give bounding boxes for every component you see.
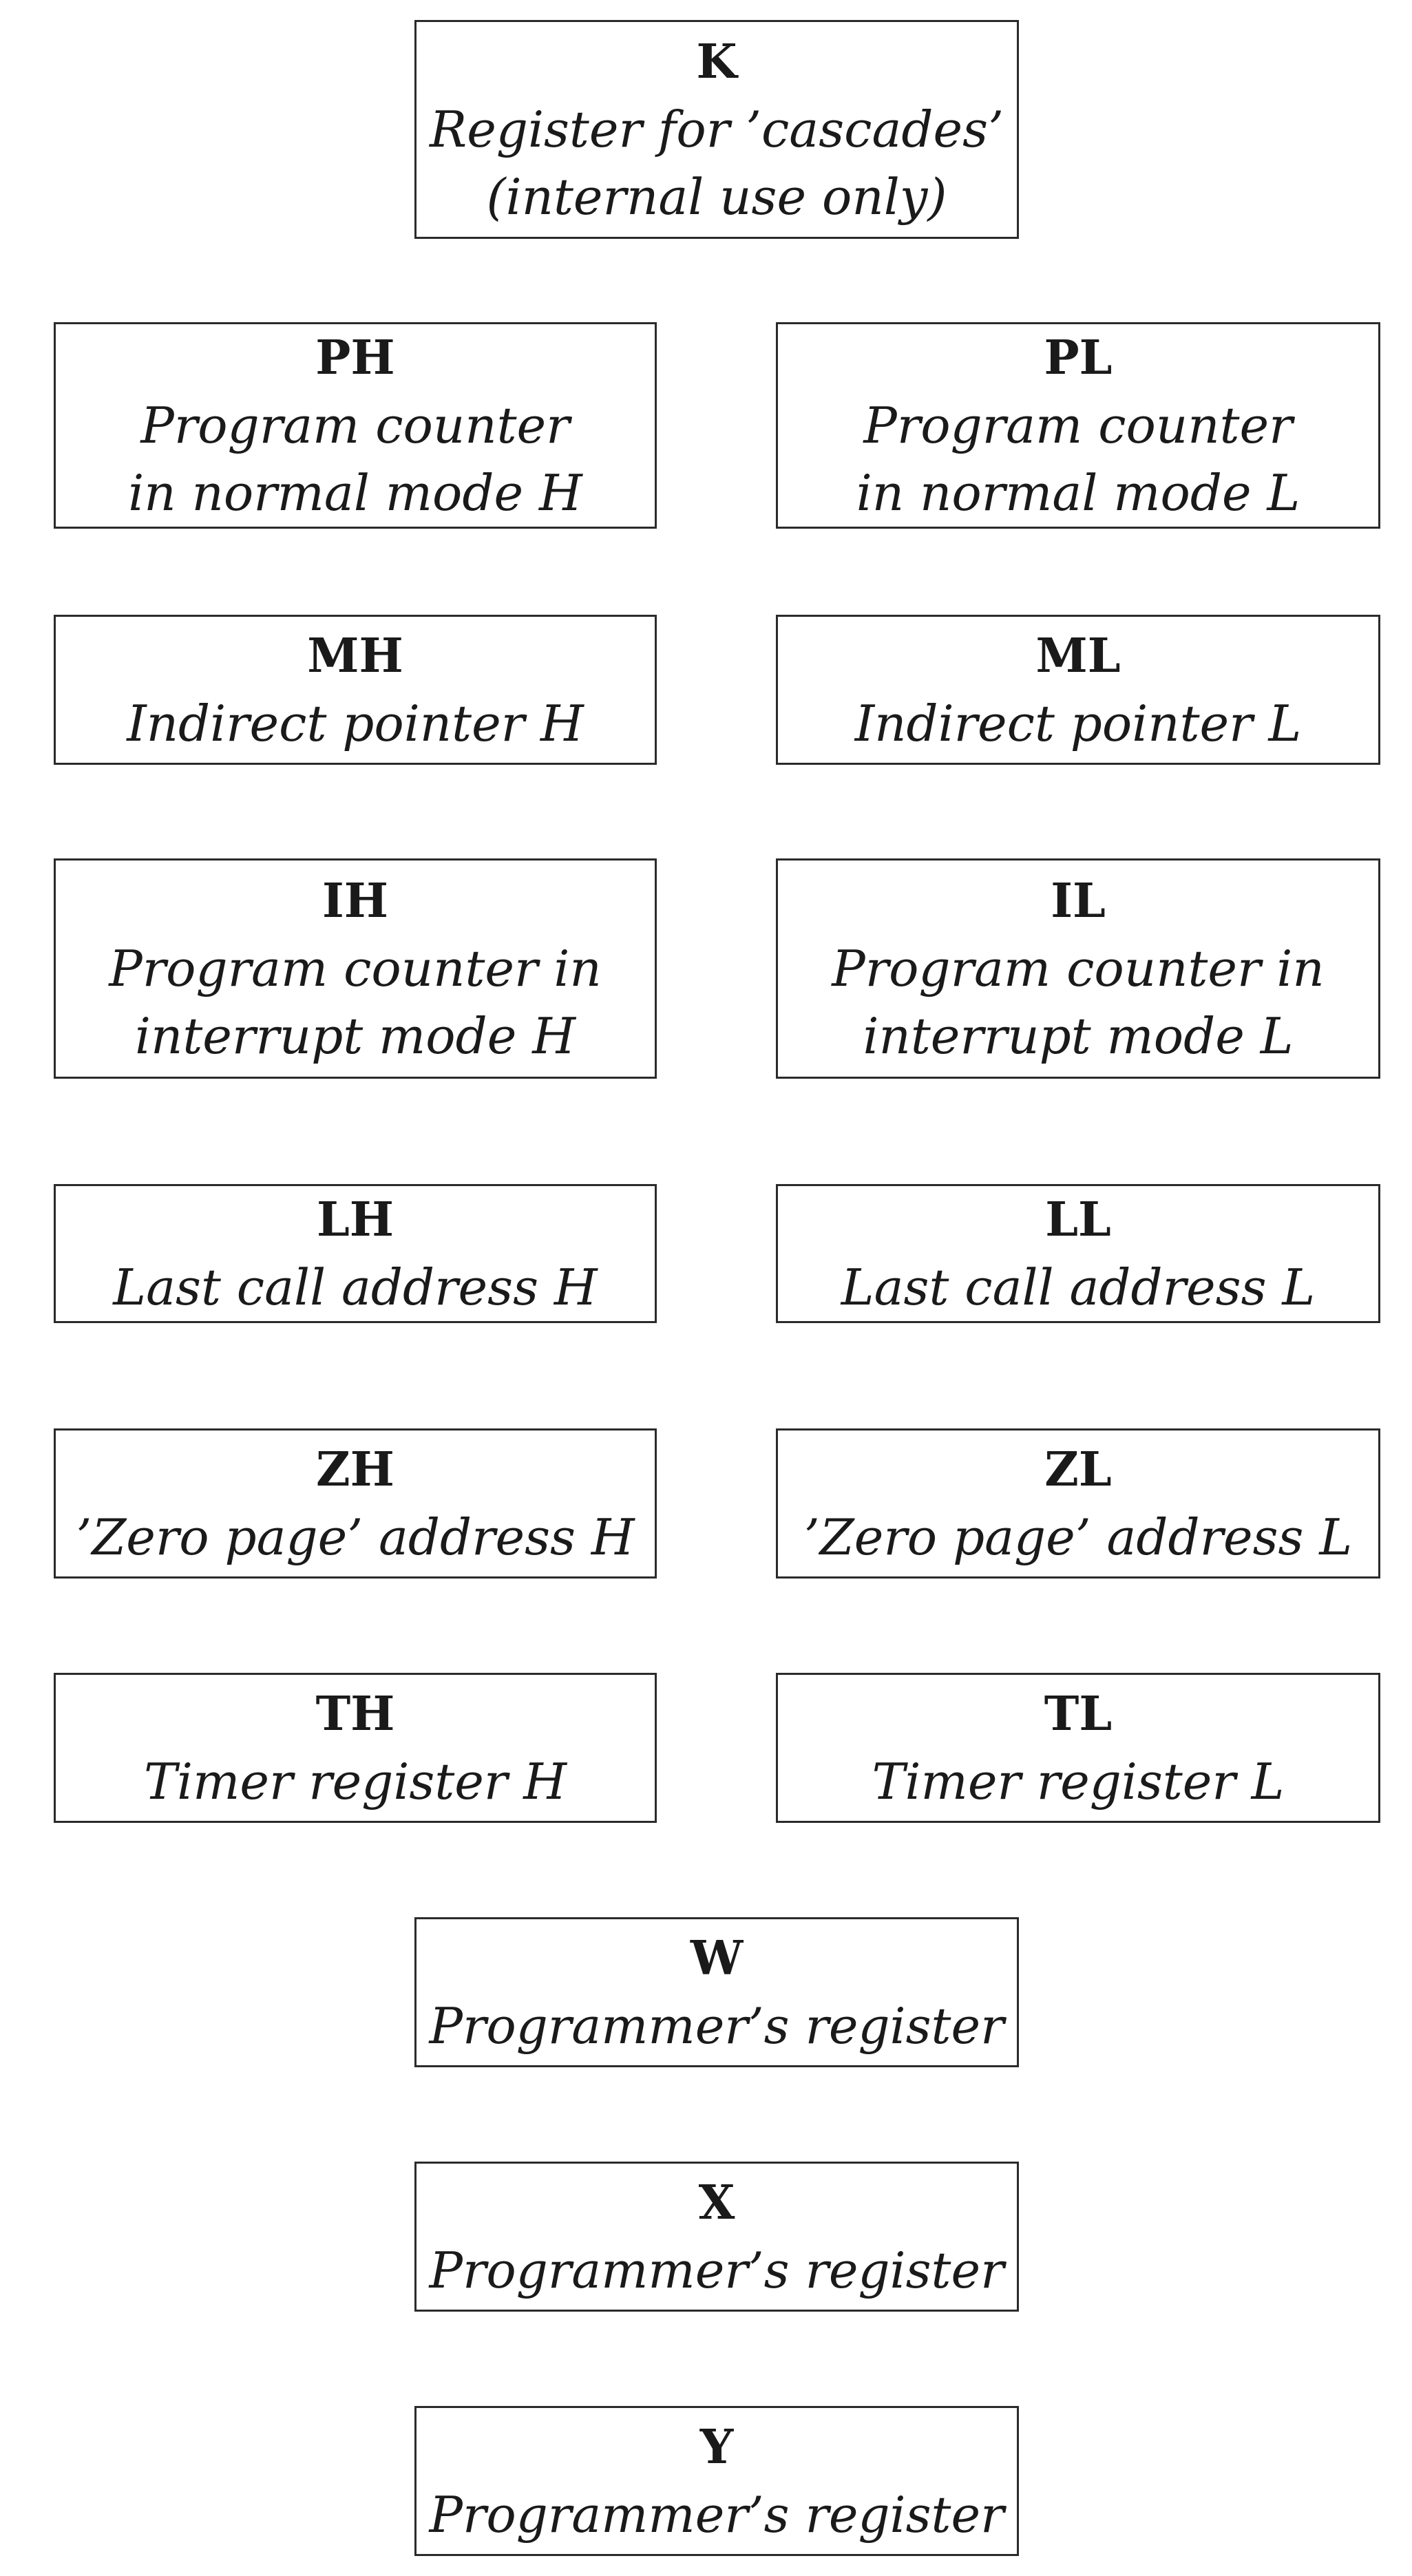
register-box-pl: PL Program counter in normal mode L [776, 322, 1380, 529]
register-description: Timer register H [144, 1753, 567, 1810]
register-box-mh: MH Indirect pointer H [54, 615, 657, 765]
register-name: W [690, 1931, 744, 1986]
register-name: X [698, 2175, 735, 2230]
register-description: Programmer’s register [429, 2241, 1004, 2299]
register-box-zh: ZH ’Zero page’ address H [54, 1428, 657, 1579]
register-box-tl: TL Timer register L [776, 1673, 1380, 1823]
register-description: Program counter in normal mode H [128, 397, 582, 522]
register-description: Indirect pointer L [854, 695, 1302, 752]
register-box-th: TH Timer register H [54, 1673, 657, 1823]
register-name: ZH [316, 1442, 394, 1497]
register-name: MH [307, 629, 403, 684]
register-name: K [696, 34, 737, 89]
register-box-il: IL Program counter in interrupt mode L [776, 858, 1380, 1079]
register-name: LL [1045, 1192, 1111, 1247]
register-box-x: X Programmer’s register [414, 2162, 1019, 2312]
register-name: Y [699, 2420, 734, 2475]
register-name: ML [1035, 629, 1121, 684]
register-box-k: K Register for ’cascades’ (internal use … [414, 20, 1019, 239]
register-box-w: W Programmer’s register [414, 1917, 1019, 2067]
register-box-y: Y Programmer’s register [414, 2406, 1019, 2556]
register-name: PH [315, 330, 395, 386]
register-name: TL [1044, 1687, 1113, 1742]
register-description: Programmer’s register [429, 1997, 1004, 2055]
register-box-ph: PH Program counter in normal mode H [54, 322, 657, 529]
register-box-zl: ZL ’Zero page’ address L [776, 1428, 1380, 1579]
register-description: Indirect pointer H [127, 695, 584, 752]
register-description: Last call address H [113, 1258, 598, 1316]
register-description: Timer register L [872, 1753, 1285, 1810]
register-name: IH [322, 874, 389, 929]
register-description: Last call address L [841, 1258, 1316, 1316]
register-description: ’Zero page’ address L [803, 1508, 1353, 1566]
register-description: Program counter in normal mode L [856, 397, 1300, 522]
register-name: PL [1044, 330, 1113, 386]
register-name: LH [316, 1192, 394, 1247]
register-name: ZL [1044, 1442, 1112, 1497]
register-description: Program counter in interrupt mode H [109, 940, 602, 1065]
register-name: IL [1051, 874, 1106, 929]
register-description: Register for ’cascades’ (internal use on… [430, 101, 1004, 226]
register-box-ll: LL Last call address L [776, 1184, 1380, 1323]
register-name: TH [315, 1687, 395, 1742]
register-box-ih: IH Program counter in interrupt mode H [54, 858, 657, 1079]
register-description: ’Zero page’ address H [76, 1508, 635, 1566]
register-box-ml: ML Indirect pointer L [776, 615, 1380, 765]
register-box-lh: LH Last call address H [54, 1184, 657, 1323]
register-description: Programmer’s register [429, 2486, 1004, 2544]
register-description: Program counter in interrupt mode L [832, 940, 1325, 1065]
